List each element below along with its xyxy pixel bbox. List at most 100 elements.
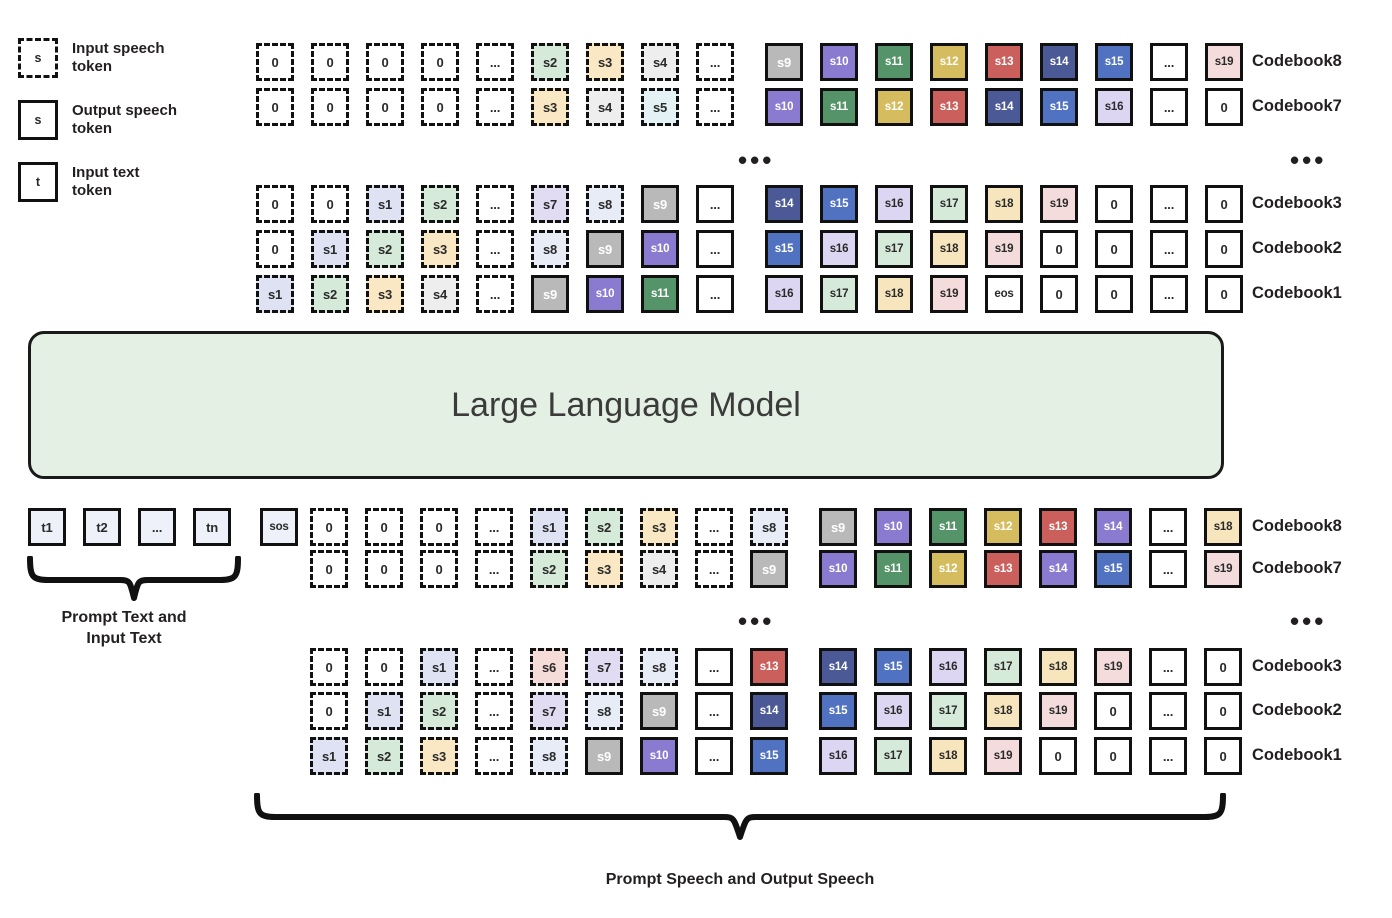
token-cell: 0: [1095, 275, 1133, 313]
row-label-codebook3: Codebook3: [1252, 657, 1342, 675]
token-cell: s1: [366, 185, 404, 223]
token-cell: 0: [366, 88, 404, 126]
token-cell: ...: [1150, 185, 1188, 223]
token-cell: ...: [475, 737, 513, 775]
token-cell: 0: [1204, 737, 1242, 775]
token-cell: s14: [750, 692, 788, 730]
token-cell: s12: [984, 508, 1022, 546]
token-cell: ...: [1149, 648, 1187, 686]
token-cell: s9: [531, 275, 569, 313]
token-cell: s2: [421, 185, 459, 223]
token-cell: s3: [586, 43, 624, 81]
token-cell: ...: [476, 230, 514, 268]
token-cell: s1: [530, 508, 568, 546]
token-cell: s13: [930, 88, 968, 126]
token-cell: s14: [819, 648, 857, 686]
token-cell: s9: [585, 737, 623, 775]
token-cell: s5: [641, 88, 679, 126]
token-cell: 0: [421, 43, 459, 81]
token-cell: 0: [1094, 737, 1132, 775]
token-cell: s18: [875, 275, 913, 313]
token-cell: 0: [310, 648, 348, 686]
token-cell: 0: [256, 43, 294, 81]
token-cell: s4: [421, 275, 459, 313]
token-cell: s15: [765, 230, 803, 268]
token-cell: s3: [585, 550, 623, 588]
row-label-codebook8: Codebook8: [1252, 517, 1342, 535]
token-cell: s9: [641, 185, 679, 223]
token-cell: s2: [311, 275, 349, 313]
token-cell: 0: [1039, 737, 1077, 775]
token-cell: s2: [365, 737, 403, 775]
text-token-cell: sos: [260, 508, 298, 546]
token-cell: s2: [531, 43, 569, 81]
token-cell: s14: [985, 88, 1023, 126]
token-cell: 0: [310, 508, 348, 546]
token-cell: s18: [984, 692, 1022, 730]
token-cell: ...: [696, 230, 734, 268]
token-cell: s8: [531, 230, 569, 268]
token-cell: s3: [640, 508, 678, 546]
token-cell: s10: [586, 275, 624, 313]
token-cell: s19: [984, 737, 1022, 775]
token-cell: 0: [365, 508, 403, 546]
token-cell: s14: [765, 185, 803, 223]
bottom-grid-ellipsis: •••: [738, 606, 775, 636]
text-token-cell: tn: [193, 508, 231, 546]
token-cell: s16: [820, 230, 858, 268]
token-cell: s8: [586, 185, 624, 223]
text-token-cell: t2: [83, 508, 121, 546]
token-cell: s10: [765, 88, 803, 126]
token-cell: s19: [1040, 185, 1078, 223]
token-cell: s12: [930, 43, 968, 81]
token-cell: 0: [420, 508, 458, 546]
legend-label-input-text-token: Input text token: [72, 163, 140, 199]
prompt-text-caption: Prompt Text and Input Text: [61, 609, 187, 647]
token-cell: s11: [874, 550, 912, 588]
top-grid-ellipsis: •••: [738, 145, 775, 175]
token-cell: ...: [475, 692, 513, 730]
token-cell: s9: [765, 43, 803, 81]
llm-label: Large Language Model: [451, 385, 801, 424]
prompt-speech-brace: [254, 793, 1226, 840]
token-cell: s10: [874, 508, 912, 546]
token-cell: s17: [929, 692, 967, 730]
token-cell: s14: [1094, 508, 1132, 546]
token-cell: 0: [1095, 185, 1133, 223]
row-label-codebook8: Codebook8: [1252, 52, 1342, 70]
row-label-codebook7: Codebook7: [1252, 559, 1342, 577]
token-cell: 0: [1205, 230, 1243, 268]
token-cell: s17: [874, 737, 912, 775]
token-cell: s6: [530, 648, 568, 686]
row-label-codebook7: Codebook7: [1252, 97, 1342, 115]
token-cell: ...: [695, 550, 733, 588]
token-cell: s19: [1039, 692, 1077, 730]
token-cell: s19: [1094, 648, 1132, 686]
token-cell: s18: [929, 737, 967, 775]
token-cell: s2: [366, 230, 404, 268]
token-cell: ...: [695, 737, 733, 775]
token-cell: s15: [819, 692, 857, 730]
token-cell: 0: [366, 43, 404, 81]
bottom-label-ellipsis: •••: [1290, 606, 1327, 636]
token-cell: 0: [256, 230, 294, 268]
token-cell: s1: [310, 737, 348, 775]
row-label-codebook3: Codebook3: [1252, 194, 1342, 212]
token-cell: ...: [1150, 43, 1188, 81]
token-cell: s11: [875, 43, 913, 81]
legend-label-input-speech-token: Input speech token: [72, 39, 165, 75]
token-cell: s7: [531, 185, 569, 223]
token-cell: ...: [1150, 230, 1188, 268]
token-cell: 0: [311, 88, 349, 126]
token-cell: 0: [1040, 230, 1078, 268]
token-cell: 0: [1040, 275, 1078, 313]
token-cell: 0: [1205, 185, 1243, 223]
